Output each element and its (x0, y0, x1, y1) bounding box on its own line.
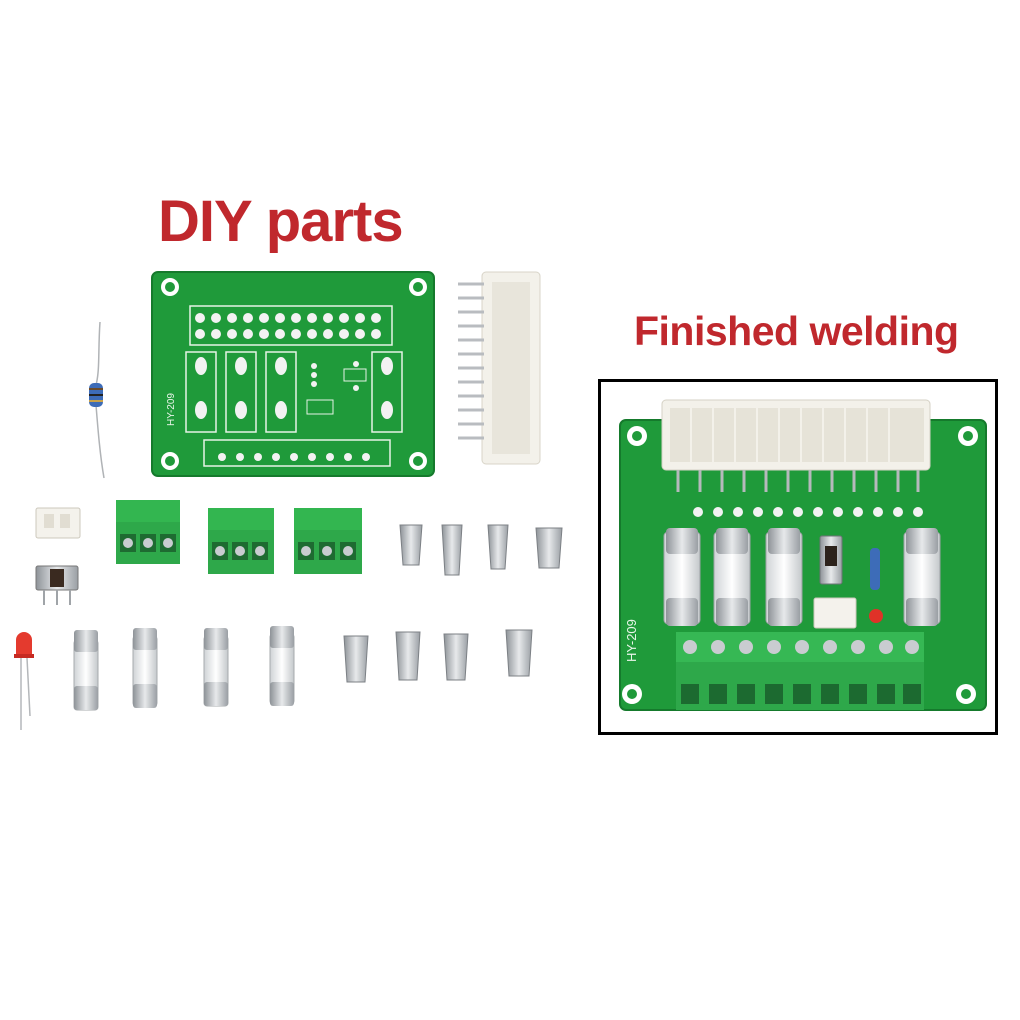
finished-welding-title: Finished welding (634, 308, 959, 354)
glass-fuses (73, 626, 295, 711)
finished-board: HY-209 (619, 399, 987, 711)
red-led (14, 632, 34, 730)
atx-24pin-connector (458, 271, 541, 465)
jst-header (35, 507, 81, 539)
header-pads (195, 313, 381, 339)
bare-pcb-board: HY-209 (151, 271, 435, 477)
terminal-blocks (116, 500, 362, 574)
diy-parts-title: DIY parts (158, 189, 404, 254)
resistor (89, 321, 105, 479)
slide-switch (35, 565, 79, 605)
finished-board-frame (598, 379, 998, 735)
finished-board-model-label: HY-209 (624, 619, 639, 662)
fuse-clips (343, 524, 563, 683)
bare-pcb-model-label: HY-209 (166, 393, 177, 426)
